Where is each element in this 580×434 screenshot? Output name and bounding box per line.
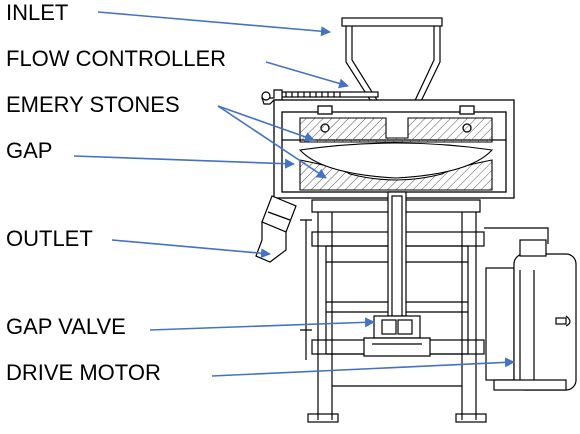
- emery-stones-arrow-lower: [217, 105, 327, 179]
- inlet-arrow: [97, 11, 331, 37]
- flow-controller-rod: [261, 89, 379, 105]
- label-gap-valve: GAP VALVE: [6, 314, 126, 339]
- outlet-arrow: [111, 239, 271, 259]
- label-outlet: OUTLET: [6, 226, 93, 251]
- emery-stones: [298, 117, 494, 191]
- flow-controller-arrow: [265, 61, 349, 89]
- label-flow-controller: FLOW CONTROLLER: [6, 46, 227, 71]
- gap-arrow: [73, 155, 295, 169]
- shaft-assembly: [363, 191, 431, 357]
- label-emery-stones: EMERY STONES: [6, 92, 180, 117]
- gap-valve-arrow: [149, 317, 375, 331]
- label-drive-motor: DRIVE MOTOR: [6, 360, 161, 385]
- drive-motor: [484, 227, 577, 391]
- leader-arrows: [73, 11, 515, 377]
- label-inlet: INLET: [6, 0, 69, 25]
- emery-stones-arrow-upper: [217, 105, 315, 142]
- drive-motor-arrow: [211, 357, 515, 377]
- label-gap: GAP: [6, 138, 53, 163]
- outlet-chute: [255, 195, 297, 263]
